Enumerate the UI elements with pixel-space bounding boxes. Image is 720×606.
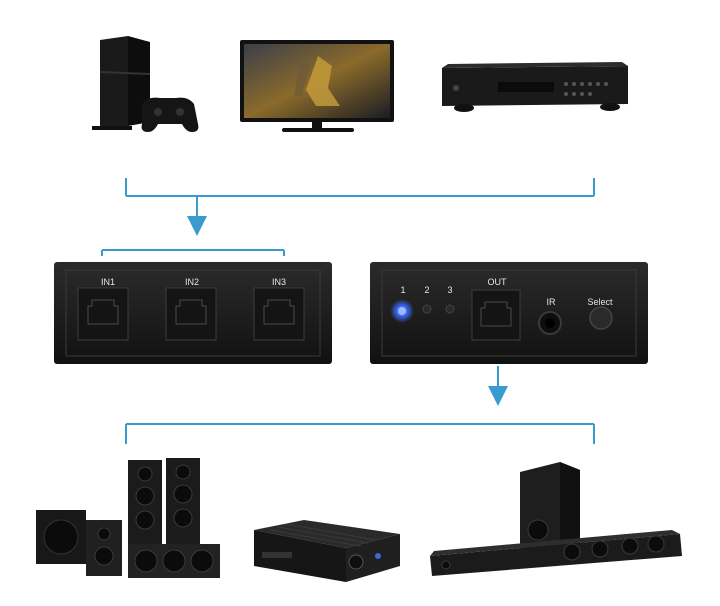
- out-label: OUT: [488, 277, 508, 287]
- optical-port-in1: [77, 287, 129, 341]
- blu-ray-player-icon: [442, 62, 628, 112]
- led-label-1: 1: [400, 285, 405, 295]
- led-2: [422, 304, 432, 314]
- game-console-icon: [92, 36, 199, 132]
- port-label-in3: IN3: [272, 277, 286, 287]
- speaker-system-icon: [36, 458, 220, 578]
- led-1: [398, 307, 406, 315]
- amplifier-icon: [254, 520, 400, 582]
- ir-jack: [538, 311, 562, 335]
- television-icon: [240, 40, 394, 132]
- ir-label: IR: [547, 297, 557, 307]
- input-connector: [101, 178, 595, 256]
- select-label: Select: [587, 297, 613, 307]
- optical-port-out: [471, 289, 521, 341]
- optical-port-in2: [165, 287, 217, 341]
- led-3: [445, 304, 455, 314]
- port-label-in2: IN2: [185, 277, 199, 287]
- led-label-2: 2: [424, 285, 429, 295]
- port-label-in1: IN1: [101, 277, 115, 287]
- led-label-3: 3: [447, 285, 452, 295]
- select-button: [589, 306, 613, 330]
- output-connector: [125, 366, 595, 444]
- optical-port-in3: [253, 287, 305, 341]
- soundbar-icon: [430, 462, 682, 576]
